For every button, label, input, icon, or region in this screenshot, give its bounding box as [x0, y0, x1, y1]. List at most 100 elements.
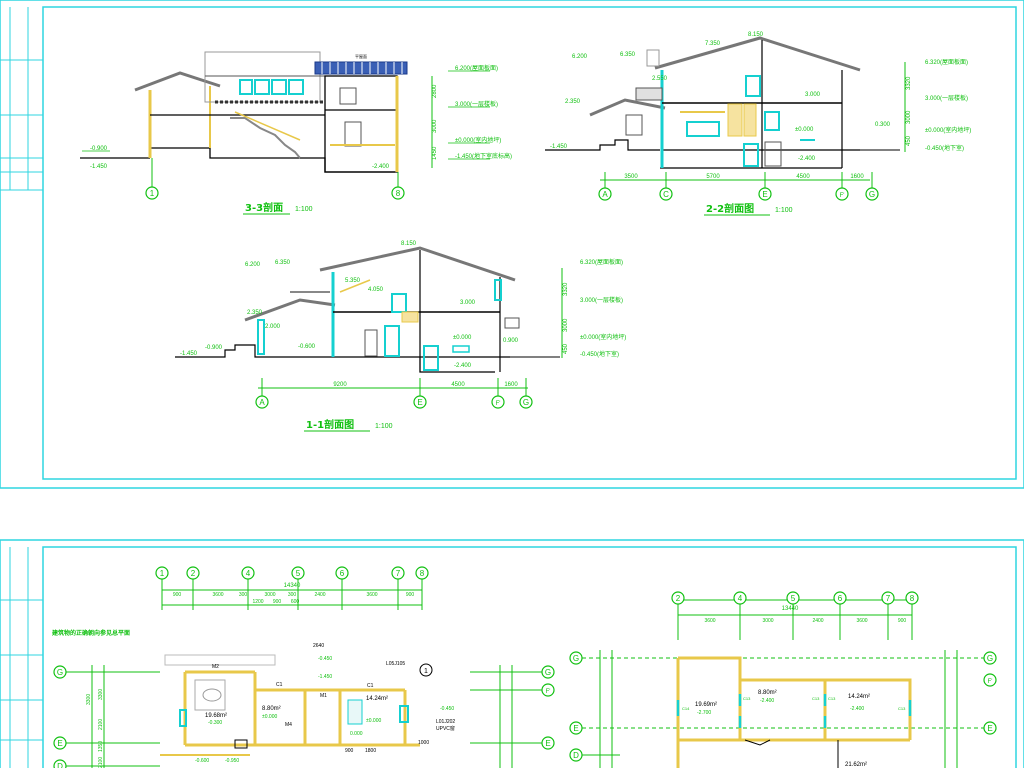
- axis-bubble: 6: [838, 594, 843, 603]
- axis-bubble: 4: [246, 569, 251, 578]
- plan-tag: L05J105: [386, 661, 405, 667]
- dim-v: 3000: [906, 110, 912, 124]
- level-label: -0.450(地下室): [925, 144, 964, 152]
- plan-level: -0.450: [318, 656, 332, 662]
- level-label: 5.350: [345, 278, 361, 284]
- axis-bubble: F': [840, 193, 845, 199]
- axis-bubble: D: [573, 751, 579, 760]
- room-area: 19.68m²: [205, 713, 227, 719]
- plan-tag: M4: [285, 722, 292, 728]
- axis-bubble: 2: [676, 594, 681, 603]
- axis-bubble: F': [496, 401, 501, 407]
- level-label: 3.000: [460, 300, 476, 306]
- roof-tag: 平屋面: [355, 53, 367, 59]
- dim-total: 13440: [782, 606, 799, 612]
- axis-bubble: E: [987, 724, 992, 733]
- window-tag: C13: [743, 696, 751, 701]
- axis-bubble: A: [602, 190, 608, 199]
- plan-left: 建筑物的正确朝向参见总平面 14340 900 3600 300 3000 30…: [52, 566, 555, 768]
- level-label: 2.000: [265, 324, 281, 330]
- level-label: ±0.000: [453, 335, 472, 341]
- axis-bubble: E: [762, 190, 767, 199]
- plan-tag: 2640: [313, 643, 324, 649]
- axis-bubble: E: [417, 398, 422, 407]
- dim-v-3-3-b: 3000: [432, 119, 438, 133]
- room-area: 8.80m²: [758, 690, 777, 696]
- section-scale-3-3: 1:100: [295, 206, 313, 213]
- room-area: 19.69m²: [695, 702, 717, 708]
- axis-bubble: D: [57, 762, 63, 768]
- level-label: 2.350: [247, 310, 263, 316]
- plan-tag: M1: [320, 693, 327, 699]
- level-label: 8.150: [401, 241, 417, 247]
- axis-bubble: G: [869, 190, 875, 199]
- dim-label: 1600: [504, 382, 518, 388]
- axis-bubble: 7: [396, 569, 401, 578]
- dim-label: 600: [291, 599, 300, 605]
- plan-tag: C1: [276, 682, 283, 688]
- level-label: 7.350: [705, 41, 721, 47]
- axis-bubble: 8: [396, 189, 401, 198]
- room-level: -0.300: [208, 720, 222, 726]
- window-tag: C14: [682, 706, 690, 711]
- section-3-3: 2800 3000 1450 6.200(屋面板面) 3.000(一层楼板) ±…: [80, 51, 512, 215]
- axis-bubble: G: [545, 668, 551, 677]
- orientation-note: 建筑物的正确朝向参见总平面: [52, 629, 130, 637]
- level-label: -0.900: [205, 345, 223, 351]
- plan-tag: UPVC窗: [436, 725, 455, 732]
- dim-label: 2400: [812, 618, 823, 624]
- level-label: 6.200: [572, 54, 588, 60]
- dim-label: 3600: [366, 592, 377, 598]
- dim-label: 3600: [212, 592, 223, 598]
- axis-bubble: G: [987, 654, 993, 663]
- level-label: -2.400: [454, 363, 472, 369]
- dim-label: 3600: [704, 618, 715, 624]
- dim-label: 2400: [314, 592, 325, 598]
- level-label: 2.550: [652, 76, 668, 82]
- plan-right: 13440 3600 3000 2400 3600 900 2 4 5 6 7 …: [569, 591, 997, 768]
- axis-bubble: A: [259, 398, 265, 407]
- window-tag: C13: [828, 696, 836, 701]
- axis-bubble: 7: [886, 594, 891, 603]
- section-1-1: 8.150 6.200 6.350 5.350 4.050 2.350 2.00…: [175, 241, 626, 432]
- level-label: -0.450(地下室): [580, 350, 619, 358]
- level-label: -2.400: [798, 156, 816, 162]
- level-label: 6.320(屋面板面): [925, 58, 968, 66]
- plan-dim: 1800: [365, 748, 376, 754]
- dim-label: 900: [898, 618, 907, 624]
- room-level: -2.400: [850, 706, 864, 712]
- dim-v: 450: [906, 135, 912, 146]
- level-label: 6.200(屋面板面): [455, 64, 498, 72]
- level-label: -1.450(地下室底标高): [455, 152, 512, 160]
- axis-bubble: 1: [150, 189, 155, 198]
- dim-v: 3320: [906, 76, 912, 90]
- section-title-1-1: 1-1剖面图: [306, 418, 354, 431]
- dim-label: 900: [173, 592, 182, 598]
- plan-level: -0.950: [225, 758, 239, 764]
- section-scale-1-1: 1:100: [375, 423, 393, 430]
- axis-bubble: 8: [910, 594, 915, 603]
- dim-label: 9200: [333, 382, 347, 388]
- dim-label: 300: [239, 592, 248, 598]
- dim-label: 900: [273, 599, 282, 605]
- plan-level: -1.450: [318, 674, 332, 680]
- axis-bubble: E: [545, 739, 550, 748]
- level-label: 6.350: [620, 52, 636, 58]
- level-label: 3.000(一层楼板): [580, 296, 623, 304]
- axis-bubble: G: [57, 668, 63, 677]
- level-label: ±0.000(室内地坪): [925, 126, 971, 134]
- dim-label: 2100: [98, 719, 104, 730]
- dim-label: 1350: [98, 741, 104, 752]
- dim-v: 3000: [563, 318, 569, 332]
- level-label: 3.000(一层楼板): [925, 94, 968, 102]
- dim-v-3-3-c: 1450: [432, 146, 438, 160]
- plan-dim: 1000: [418, 740, 429, 746]
- dim-label: 1600: [850, 174, 864, 180]
- window-tag: C13: [812, 696, 820, 701]
- axis-bubble: 4: [738, 594, 743, 603]
- title-block-left-top: [0, 7, 43, 191]
- dim-v: 450: [563, 343, 569, 354]
- dim-label: 1200: [252, 599, 263, 605]
- dim-label: 3000: [264, 592, 275, 598]
- dim-label: 3300: [86, 694, 92, 705]
